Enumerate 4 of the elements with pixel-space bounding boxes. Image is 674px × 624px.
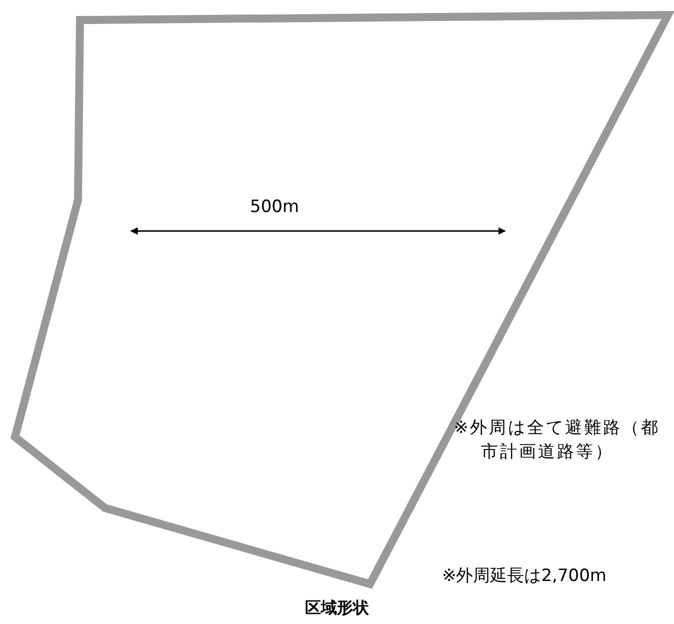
- caption: 区域形状: [305, 598, 369, 617]
- dimension-label: 500m: [250, 196, 300, 219]
- note-text: ※外周延長は2,700m: [442, 565, 606, 588]
- note-text: ※外周は全て避難路（都市計画道路等）: [454, 417, 662, 464]
